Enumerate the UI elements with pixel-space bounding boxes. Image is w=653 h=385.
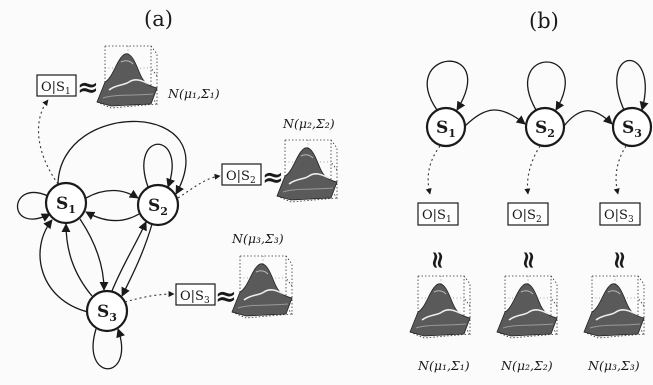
state-node-b-s2: S2 [526, 108, 564, 146]
panel-a: (a) S1 S2 S3 [18, 7, 338, 369]
obs-a-s3-main: O|S [180, 289, 204, 304]
state-node-a-s2: S2 [138, 185, 178, 225]
obs-b-s1-sub: 1 [446, 215, 452, 225]
state-node-a-s1: S1 [46, 183, 86, 223]
self-loop-a-s3 [93, 329, 122, 369]
gaussian-plot-a-1 [97, 46, 157, 108]
gaussian-label-a-1: N(μ₁,Σ₁) [167, 86, 220, 101]
state-a-s2-main: S [148, 196, 160, 216]
observation-box-a-s1: O|S1 [37, 75, 76, 97]
state-b-s3-sub: 3 [634, 127, 642, 140]
obs-a-s2-main: O|S [226, 169, 250, 184]
transition-b-s2-s3 [564, 111, 612, 126]
panel-a-label: (a) [144, 7, 173, 31]
state-a-s1-sub: 1 [68, 203, 76, 216]
obs-a-s2-sub: 2 [250, 176, 256, 186]
observation-box-b-s2: O|S2 [508, 203, 548, 225]
state-a-s2-sub: 2 [160, 205, 168, 218]
transition-a-s3-s1 [66, 224, 92, 296]
panel-b-label: (b) [529, 9, 559, 33]
gaussian-plot-b-1 [410, 276, 470, 338]
approx-symbol-b-2: ≈ [515, 250, 544, 270]
emission-a-s2 [178, 176, 220, 198]
panel-b: (b) S1 S2 S3 O|S1 O| [410, 9, 651, 373]
approx-symbol-b-3: ≈ [606, 250, 635, 270]
self-loop-b-s3 [617, 60, 645, 110]
state-a-s3-sub: 3 [109, 311, 117, 324]
obs-b-s2-sub: 2 [536, 215, 542, 225]
gaussian-label-a-2: N(μ₂,Σ₂) [282, 116, 335, 131]
transition-b-s1-s2 [465, 110, 525, 126]
obs-b-s3-main: O|S [604, 208, 628, 223]
obs-a-s1-main: O|S [41, 80, 65, 95]
approx-symbol-a-1: ≈ [77, 73, 99, 103]
obs-b-s1-main: O|S [422, 208, 446, 223]
approx-symbol-b-1: ≈ [424, 250, 453, 270]
observation-box-b-s3: O|S3 [600, 203, 640, 225]
state-b-s2-main: S [535, 118, 547, 138]
gaussian-plot-a-3 [232, 256, 292, 318]
self-loop-b-s1 [427, 61, 467, 110]
state-b-s3-main: S [622, 118, 634, 138]
gaussian-label-b-2: N(μ₂,Σ₂) [500, 358, 553, 373]
transition-a-s2-s1 [86, 212, 139, 221]
observation-box-a-s3: O|S3 [176, 284, 215, 306]
state-node-b-s3: S3 [613, 108, 651, 146]
gaussian-label-b-1: N(μ₁,Σ₁) [417, 358, 470, 373]
state-b-s1-main: S [436, 118, 448, 138]
self-loop-a-s2 [144, 144, 172, 187]
state-a-s1-main: S [56, 194, 68, 214]
observation-box-a-s2: O|S2 [222, 164, 261, 186]
state-a-s3-main: S [97, 302, 109, 322]
gaussian-label-b-3: N(μ₃,Σ₃) [587, 358, 640, 373]
transition-a-s1-s3 [80, 219, 104, 290]
state-node-b-s1: S1 [427, 108, 465, 146]
obs-b-s3-sub: 3 [628, 215, 634, 225]
emission-b-s2 [528, 146, 541, 194]
state-b-s2-sub: 2 [547, 127, 555, 140]
emission-b-s3 [616, 146, 626, 194]
emission-a-s3 [125, 294, 174, 302]
transition-a-s1-s2 [86, 191, 138, 199]
obs-b-s2-main: O|S [512, 208, 536, 223]
gaussian-plot-b-3 [584, 276, 644, 338]
state-b-s1-sub: 1 [448, 127, 456, 140]
transition-a-s1-s2-outer [58, 121, 186, 194]
emission-b-s1 [428, 146, 440, 194]
state-node-a-s3: S3 [87, 291, 127, 331]
obs-a-s1-sub: 1 [65, 87, 71, 97]
self-loop-b-s2 [528, 62, 566, 110]
transition-a-s3-s1-outer [40, 220, 88, 312]
gaussian-plot-a-2 [277, 140, 337, 202]
gaussian-label-a-3: N(μ₃,Σ₃) [231, 231, 284, 246]
obs-a-s3-sub: 3 [204, 296, 210, 306]
gaussian-plot-b-2 [497, 276, 557, 338]
observation-box-b-s1: O|S1 [418, 203, 458, 225]
emission-a-s1 [39, 100, 58, 184]
